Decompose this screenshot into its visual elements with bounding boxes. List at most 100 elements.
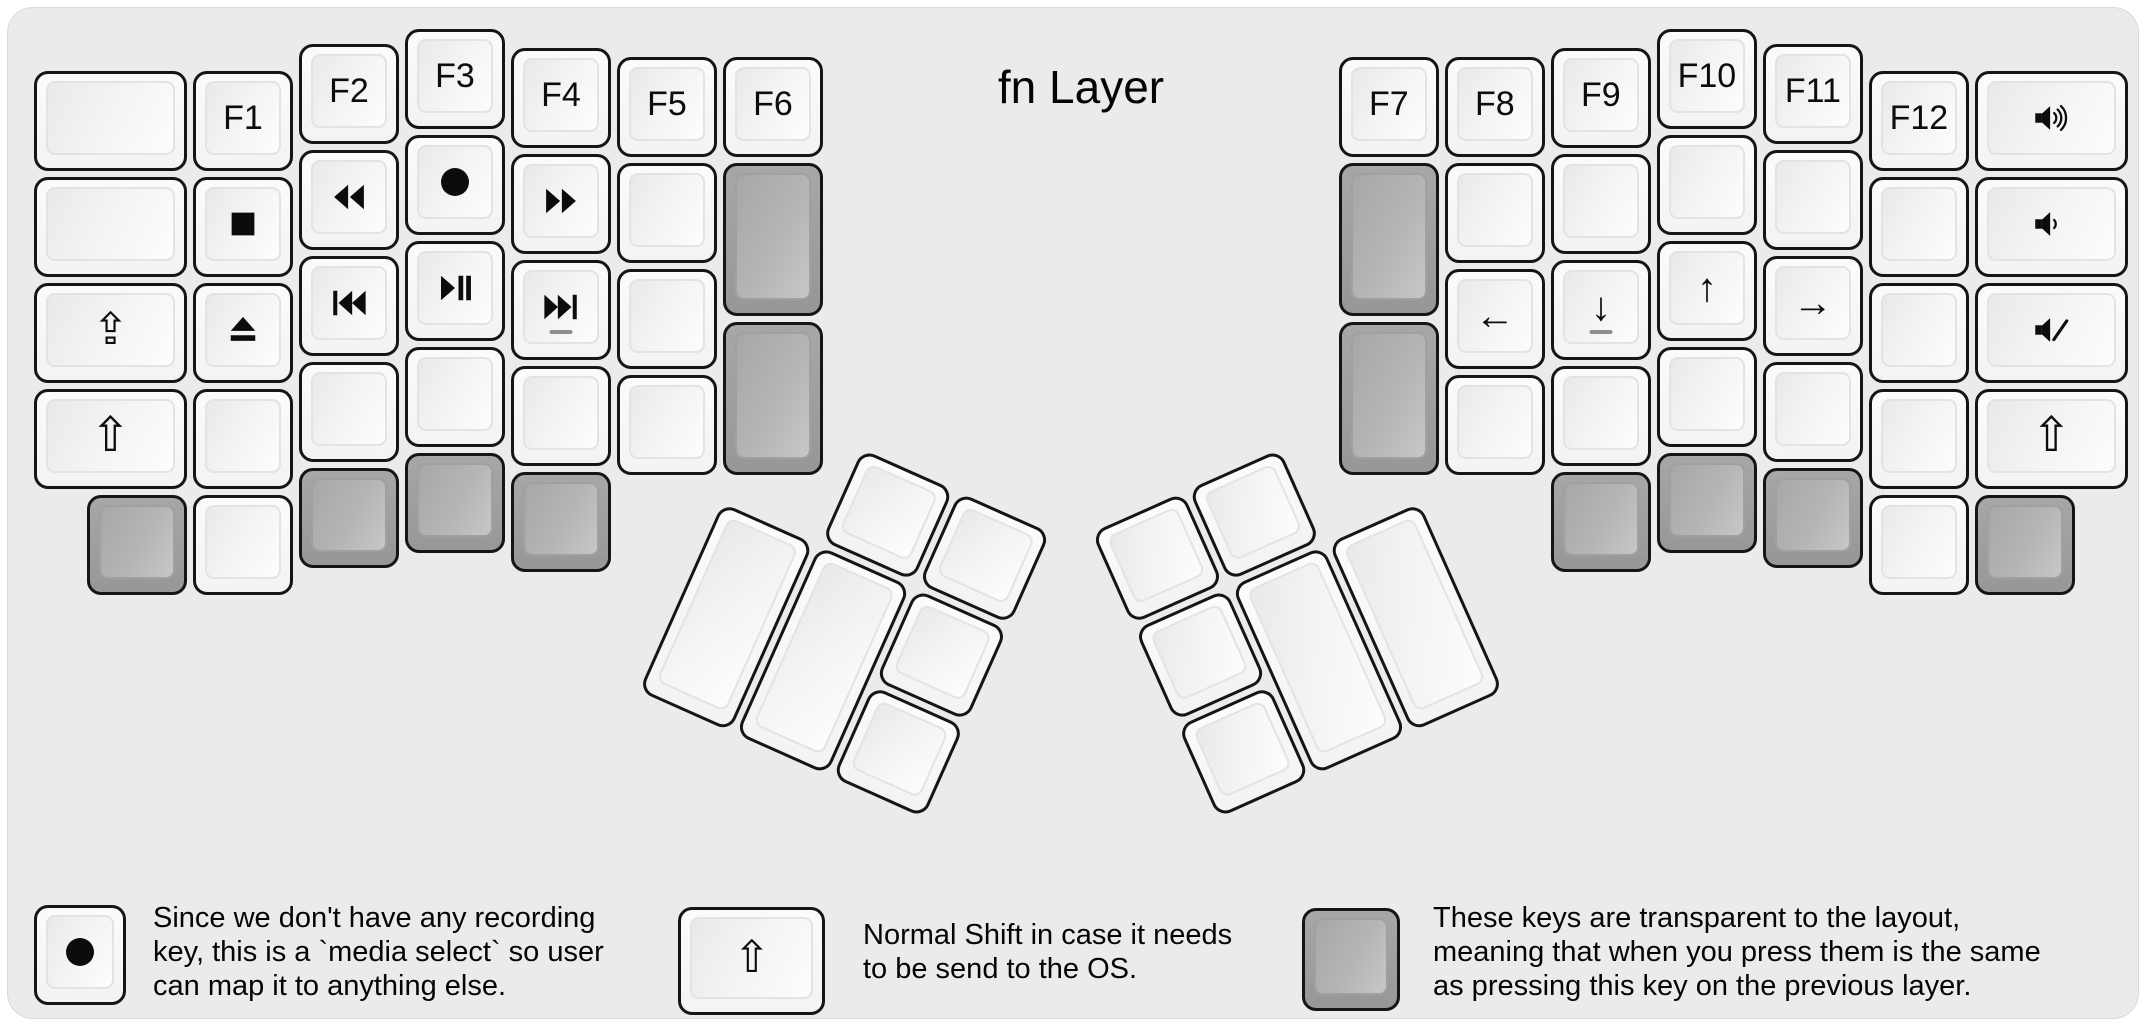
keycap-surface xyxy=(1562,164,1639,239)
keycap-surface xyxy=(311,477,387,552)
key-blank xyxy=(1550,154,1651,255)
keycap-surface xyxy=(892,603,993,702)
play-pause-icon xyxy=(434,267,476,309)
key-f3: F3 xyxy=(405,29,505,129)
key-legend: F6 xyxy=(753,84,793,123)
key-play-pause xyxy=(405,241,505,341)
note-normal-shift-text: Normal Shift in case it needs to be send… xyxy=(863,919,1233,985)
keycap-surface xyxy=(523,376,599,451)
key-blank xyxy=(299,361,399,462)
key-volume-up xyxy=(1974,71,2128,172)
key-blank xyxy=(1868,177,1969,278)
key-blank xyxy=(1762,149,1863,250)
keycap-surface xyxy=(523,164,599,239)
keycap-surface xyxy=(46,187,175,262)
example-key-shift: ⇧ xyxy=(678,906,826,1016)
keycap-surface xyxy=(99,505,175,580)
note-transparent-keys-text: These keys are transparent to the layout… xyxy=(1433,902,2041,1002)
keycap-surface xyxy=(1313,917,1388,995)
keycap-surface xyxy=(523,482,599,557)
keycap-surface: F12 xyxy=(1880,81,1957,156)
key-legend: ↓ xyxy=(1590,285,1611,330)
key-next-track xyxy=(511,260,611,361)
keycap-surface xyxy=(1562,376,1639,451)
keycap-surface xyxy=(417,357,493,431)
key-blank xyxy=(193,389,293,490)
keycap-surface: F10 xyxy=(1668,39,1745,113)
key-stop xyxy=(193,177,293,278)
keycap-surface xyxy=(1456,384,1533,459)
keycap-surface: F3 xyxy=(417,39,493,113)
keycap-surface xyxy=(935,506,1036,605)
homing-bar-mark xyxy=(549,330,573,335)
key-fast-forward xyxy=(511,154,611,255)
keycap-surface xyxy=(205,187,281,262)
key-transparent xyxy=(299,467,399,568)
key-legend: F9 xyxy=(1581,76,1621,115)
key-legend: F8 xyxy=(1475,84,1515,123)
key-f11: F11 xyxy=(1762,43,1863,144)
keycap-surface xyxy=(1774,159,1851,234)
keycap-surface xyxy=(1456,172,1533,247)
key-f12: F12 xyxy=(1868,71,1969,172)
record-icon xyxy=(434,161,476,203)
keycap-surface xyxy=(1986,81,2116,156)
keycap-surface xyxy=(629,172,705,247)
key-blank xyxy=(1656,347,1757,447)
key-legend: ← xyxy=(1474,293,1515,338)
key-blank xyxy=(1868,283,1969,384)
keycap-surface xyxy=(1149,603,1250,702)
key-transparent xyxy=(1550,472,1651,573)
right-thumb-cluster xyxy=(1087,402,1507,822)
keycap-surface: → xyxy=(1774,265,1851,340)
next-track-icon xyxy=(540,286,582,328)
keycap-surface xyxy=(849,699,950,799)
key-legend: F4 xyxy=(541,76,581,115)
key-transparent xyxy=(1338,321,1439,475)
keycap-surface xyxy=(1880,505,1957,580)
key-caps-lock: ⇪ xyxy=(34,283,187,384)
keycap-surface xyxy=(1880,399,1957,474)
key-f4: F4 xyxy=(511,48,611,149)
keycap-surface: F9 xyxy=(1562,58,1639,133)
key-shift-left: ⇧ xyxy=(34,389,187,490)
key-transparent xyxy=(723,162,823,316)
keycap-surface xyxy=(1668,145,1745,219)
keycap-surface xyxy=(1774,371,1851,446)
key-blank xyxy=(34,177,187,278)
keycap-surface xyxy=(735,331,811,459)
key-blank xyxy=(34,71,187,172)
key-transparent xyxy=(511,472,611,573)
key-arrow-right: → xyxy=(1762,255,1863,356)
key-blank xyxy=(1868,389,1969,490)
key-f6: F6 xyxy=(723,56,823,157)
key-arrow-left: ← xyxy=(1444,268,1545,369)
key-volume-down xyxy=(1974,177,2128,278)
keycap-surface: ⇧ xyxy=(690,916,814,1000)
keycap-surface xyxy=(1203,463,1303,562)
previous-track-icon xyxy=(328,282,370,324)
key-blank xyxy=(1550,366,1651,467)
keycap-surface: ↓ xyxy=(1562,270,1639,345)
keycap-surface: ⇧ xyxy=(1986,399,2116,474)
key-rewind xyxy=(299,149,399,250)
keycap-surface: F7 xyxy=(1350,66,1427,141)
keycap-surface xyxy=(1562,482,1639,557)
rewind-icon xyxy=(328,176,370,218)
keycap-surface: ⇪ xyxy=(46,293,175,368)
key-transparent xyxy=(405,453,505,553)
key-legend: F3 xyxy=(435,57,475,95)
keycap-surface xyxy=(417,145,493,219)
keycap-surface xyxy=(1106,506,1207,605)
keycap-surface xyxy=(629,278,705,353)
keycap-surface xyxy=(311,159,387,234)
keycap-surface xyxy=(205,293,281,368)
example-key-transparent xyxy=(1301,907,1400,1011)
key-blank xyxy=(405,347,505,447)
key-transparent xyxy=(1656,453,1757,553)
example-key-record xyxy=(34,904,126,1005)
keycap-surface: F1 xyxy=(205,81,281,156)
volume-down-icon xyxy=(2030,203,2072,245)
